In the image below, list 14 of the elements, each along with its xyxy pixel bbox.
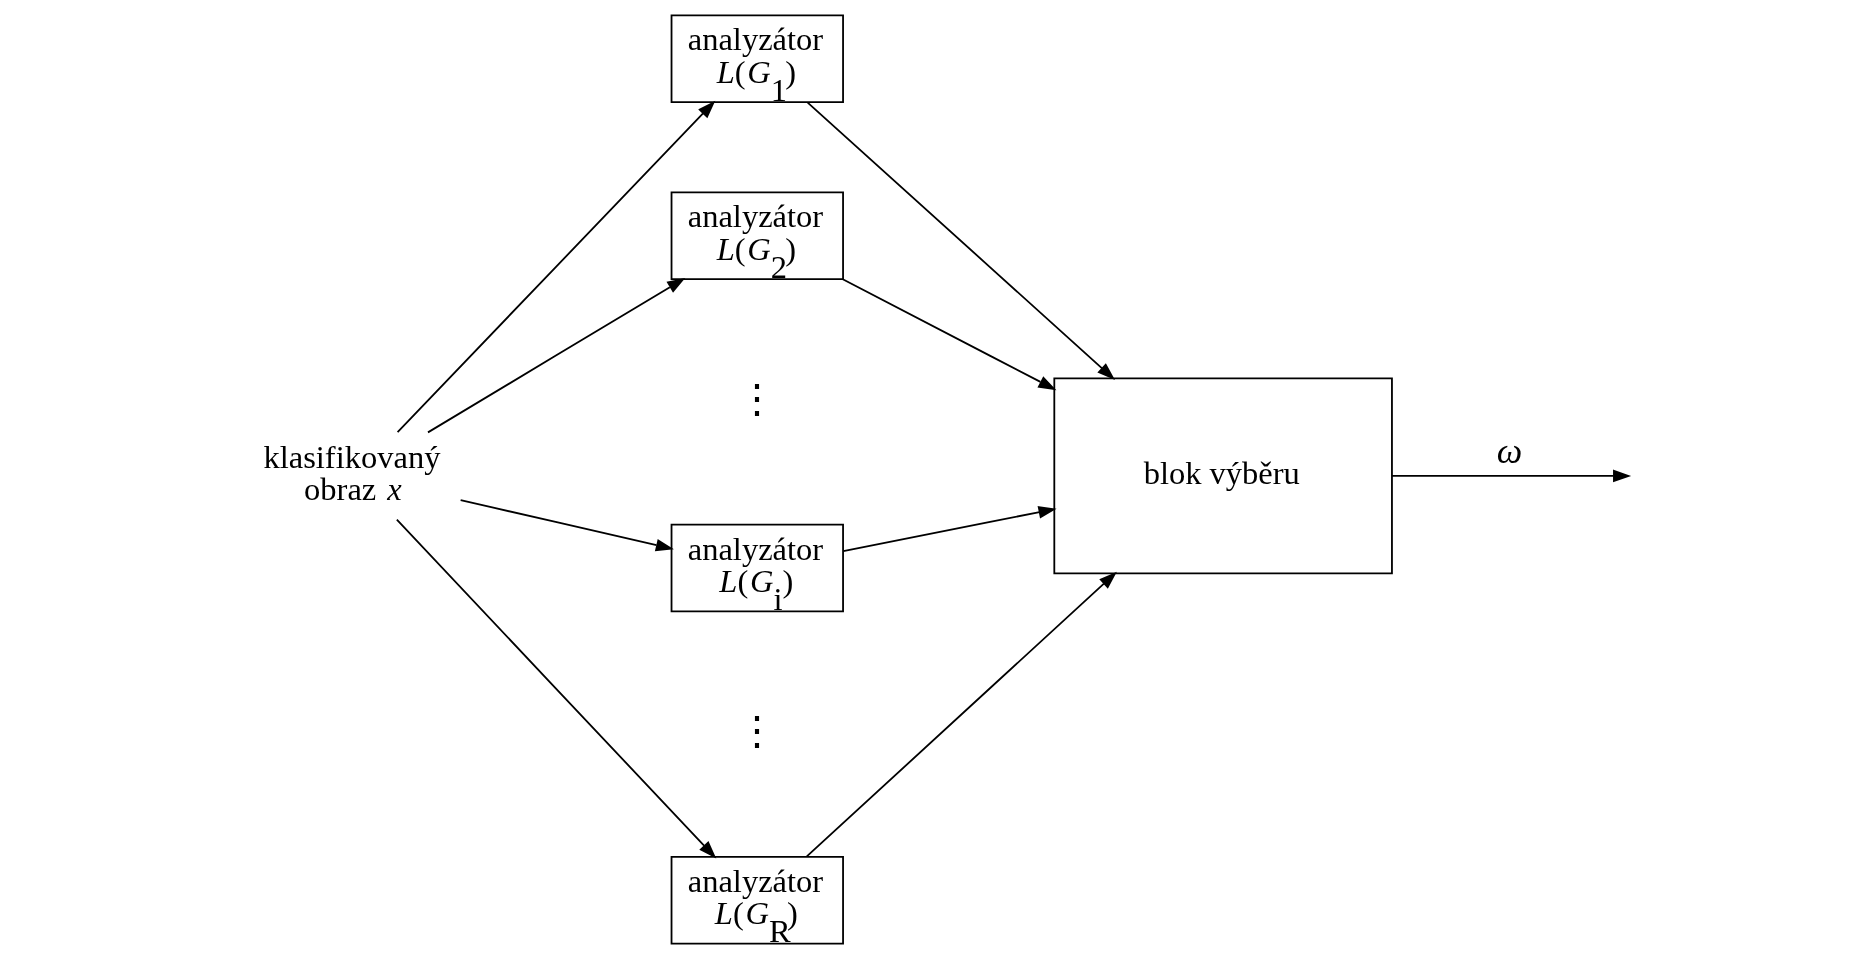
arrow [805, 571, 1117, 858]
label: ⋮ [736, 709, 777, 754]
arrow [426, 277, 685, 434]
arrow [841, 278, 1056, 391]
arrow [395, 518, 716, 859]
node-text: klasifikovaný obraz x [262, 438, 440, 508]
edge-label: ω [1496, 431, 1522, 472]
arrow [841, 506, 1057, 553]
node-box: blok výběru [1052, 377, 1393, 575]
arrow [1390, 469, 1631, 483]
arrow [806, 101, 1115, 380]
arrow [396, 100, 715, 433]
arrow [459, 499, 674, 552]
label: ⋮ [736, 376, 777, 421]
